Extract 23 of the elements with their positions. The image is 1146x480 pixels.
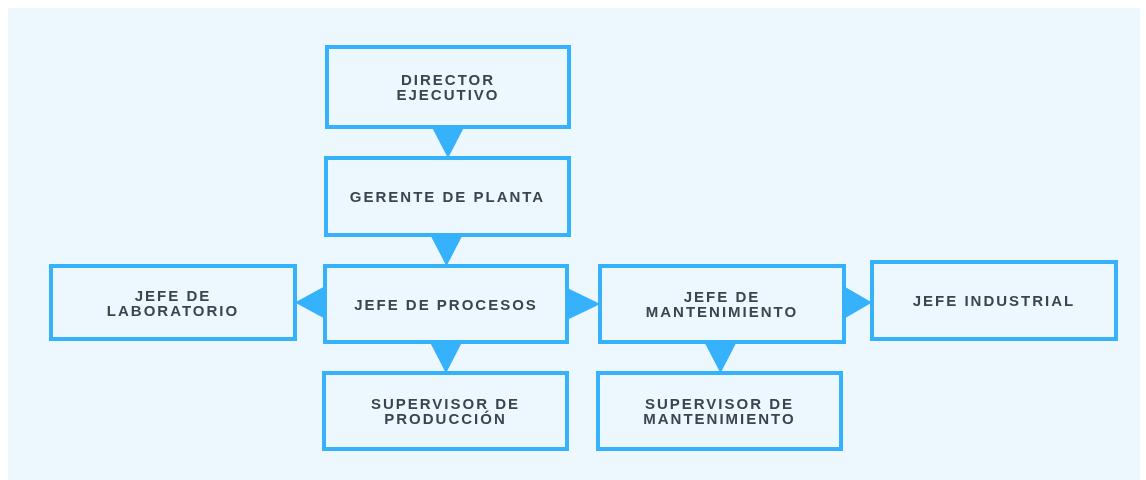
role-title: JEFE INDUSTRIAL [912,293,1076,308]
arrow [568,288,601,320]
role-box [49,264,297,341]
role-title: DIRECTOR EJECUTIVO [395,72,501,102]
role-title: JEFE DE LABORATORIO [105,287,241,318]
role-box [324,156,571,237]
role-title: JEFE DE PROCESOS [354,296,538,312]
arrow [432,128,464,159]
role-box [596,371,843,451]
role-box [322,371,569,451]
role-box [598,264,846,344]
arrow [294,286,324,319]
role-title: JEFE DE MANTENIMIENTO [644,289,800,319]
role-box [325,45,571,129]
role-title: SUPERVISOR DE MANTENIMIENTO [642,396,797,426]
arrow [704,343,737,374]
role-box [870,260,1118,341]
arrow [430,343,462,374]
role-title: GERENTE DE PLANTA [349,189,546,204]
arrow [845,286,872,319]
role-box [323,264,569,344]
role-title: SUPERVISOR DE PRODUCCIÓN [369,396,522,426]
arrow [430,236,463,267]
